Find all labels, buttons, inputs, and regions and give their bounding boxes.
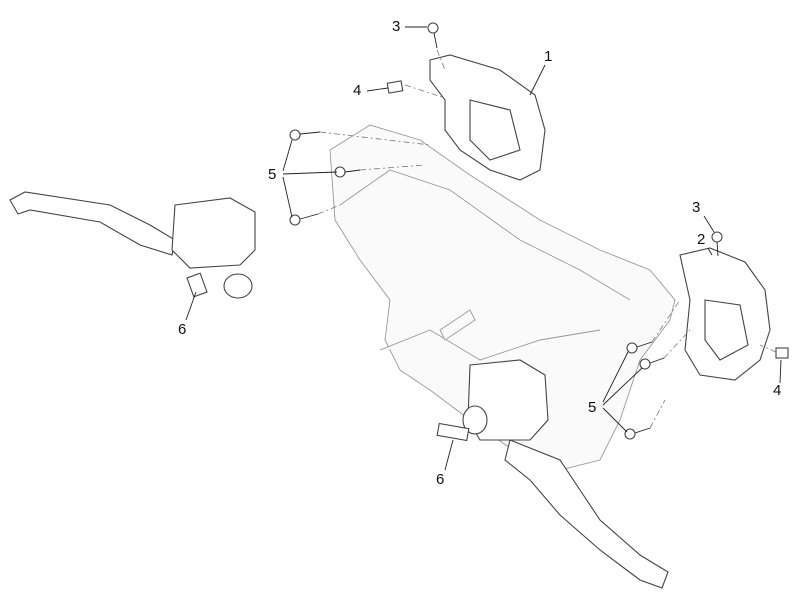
callout-1: 1 [544, 48, 553, 65]
nut-icon [775, 347, 789, 359]
callout-3-right: 3 [692, 199, 701, 216]
left-brake-lever [9, 191, 176, 256]
left-master-cylinder [171, 197, 256, 269]
callout-5-right: 5 [588, 399, 597, 416]
right-brake-lever [504, 439, 669, 589]
callout-4-right: 4 [773, 382, 782, 399]
callout-5-left: 5 [268, 166, 277, 183]
callout-3-top: 3 [392, 18, 401, 35]
callout-4-top: 4 [353, 82, 362, 99]
screw-icon [289, 22, 723, 440]
callout-2: 2 [697, 231, 706, 248]
callout-6-bottom: 6 [436, 471, 445, 488]
callout-6-left: 6 [178, 321, 187, 338]
nut-icon [386, 80, 404, 94]
